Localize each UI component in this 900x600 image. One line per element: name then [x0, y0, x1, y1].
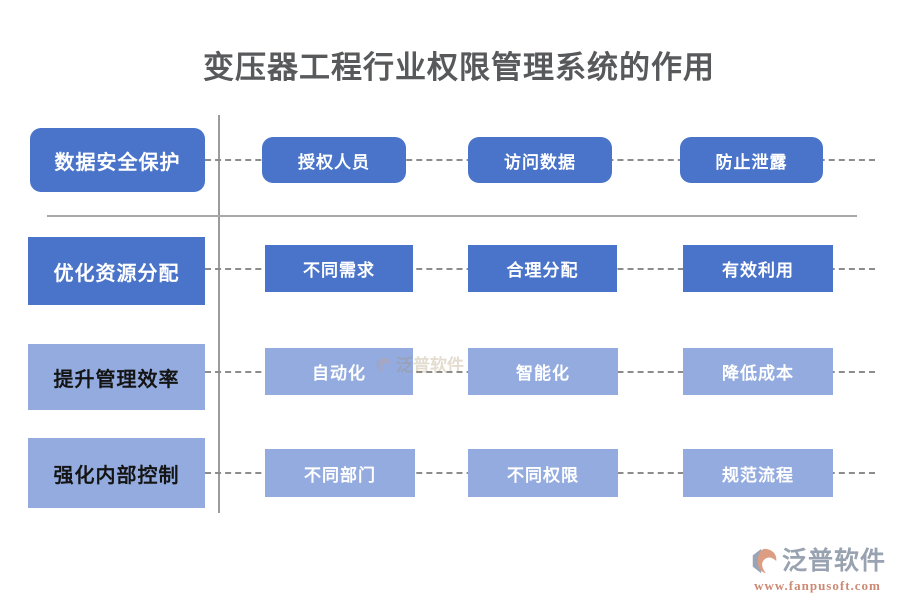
horizontal-divider — [47, 215, 857, 217]
brand-url: www.fanpusoft.com — [754, 578, 881, 593]
fanpu-logo-icon — [752, 548, 777, 574]
item-different-permissions: 不同权限 — [468, 449, 618, 497]
item-intelligence: 智能化 — [468, 348, 618, 395]
brand-lockup: 泛普软件 — [749, 546, 886, 576]
item-standard-process: 规范流程 — [683, 449, 833, 497]
label-data-security: 数据安全保护 — [30, 128, 205, 192]
label-optimize-resources: 优化资源分配 — [28, 237, 205, 305]
item-different-departments: 不同部门 — [265, 449, 415, 497]
item-access-data: 访问数据 — [468, 137, 612, 183]
item-effective-use: 有效利用 — [683, 245, 833, 292]
item-authorized-staff: 授权人员 — [262, 137, 406, 183]
item-prevent-leak: 防止泄露 — [680, 137, 823, 183]
footer-brand: 泛普软件 www.fanpusoft.com — [749, 546, 886, 594]
item-different-needs: 不同需求 — [265, 245, 413, 292]
brand-name: 泛普软件 — [781, 547, 886, 575]
page-title: 变压器工程行业权限管理系统的作用 — [203, 50, 715, 85]
item-reasonable-allocation: 合理分配 — [468, 245, 617, 292]
item-automation: 自动化 — [265, 348, 413, 395]
label-internal-control: 强化内部控制 — [28, 438, 205, 508]
label-improve-efficiency: 提升管理效率 — [28, 344, 205, 410]
item-cost-reduction: 降低成本 — [683, 348, 833, 395]
vertical-divider — [218, 115, 220, 513]
